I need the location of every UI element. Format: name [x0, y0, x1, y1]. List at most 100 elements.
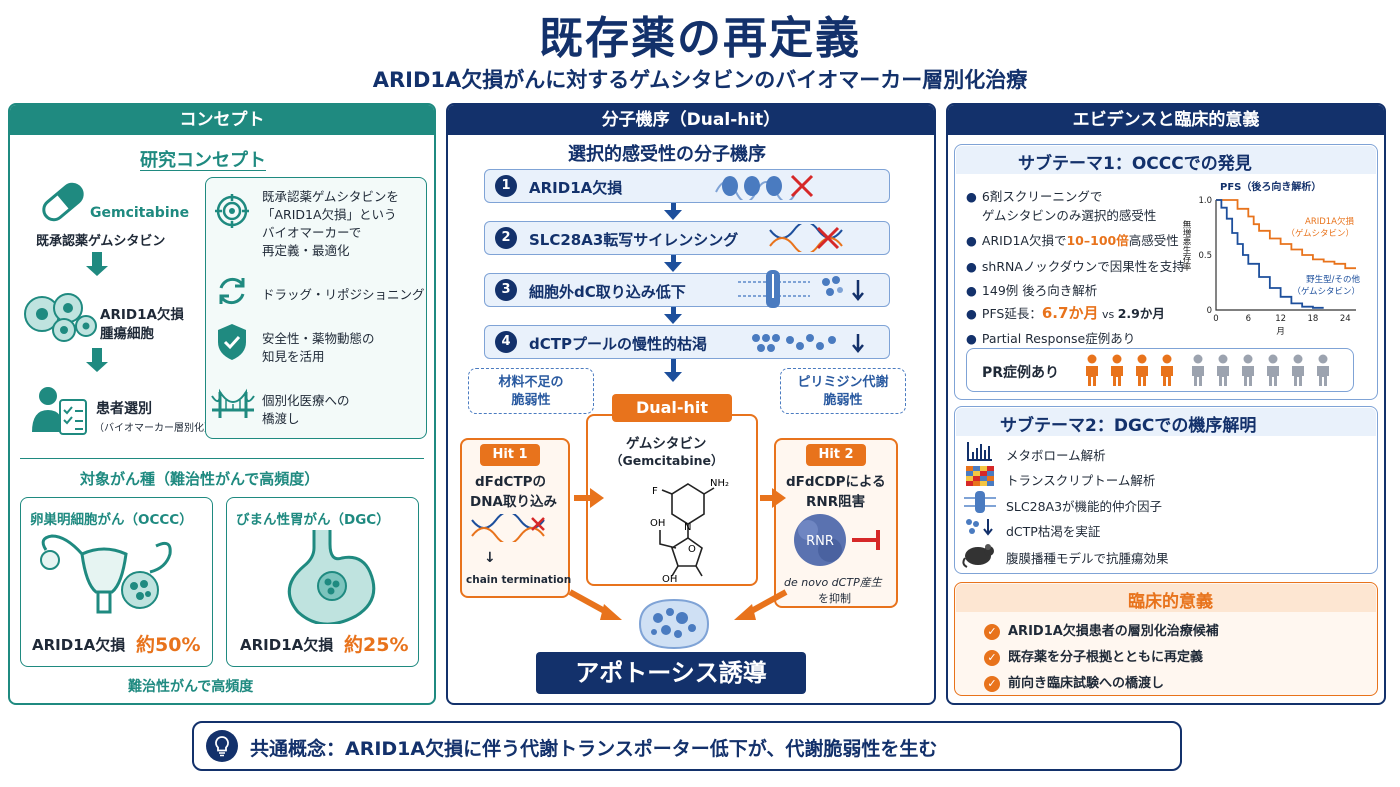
hit1-tag: Hit 1 [480, 444, 540, 466]
atom-f: F [652, 486, 658, 497]
clinical-item-1: ✓ARID1A欠損患者の層別化治療候補 [984, 620, 1219, 640]
sub1-bullet-2: ●ARID1A欠損で10–100倍高感受性 [966, 233, 1179, 248]
dna-x-icon [769, 224, 843, 252]
note-material-shortage: 材料不足の脆弱性 [468, 368, 594, 414]
bar-chart-icon [967, 442, 992, 461]
stomach-icon [287, 530, 376, 624]
transporter-icon [964, 491, 996, 513]
legend-series-1-sub: （ゲムシタビン） [1286, 228, 1354, 239]
x-tick-label: 12 [1275, 314, 1286, 324]
y-axis-label: 無増悪生存率 [1181, 219, 1191, 271]
point-3-line1: 安全性・薬物動態の [262, 331, 375, 346]
legend-series-2: 野生型/その他 [1306, 274, 1360, 285]
sub1-bullet-4: ●149例 後ろ向き解析 [966, 283, 1098, 298]
tumor-cells-icon [24, 293, 97, 342]
atom-o: O [688, 544, 696, 555]
subtheme2-title-bar [956, 408, 1376, 436]
point-4-line2: 橋渡し [262, 411, 300, 426]
y-tick-label: 1.0 [1198, 196, 1212, 206]
person-icon [1136, 354, 1148, 386]
flow-arrow [92, 252, 102, 266]
series-line-2 [1216, 199, 1324, 309]
legend-series-1: ARID1A欠損 [1305, 216, 1354, 227]
y-tick-label: 0.5 [1198, 251, 1212, 261]
heatmap-icon [966, 466, 994, 486]
occc-stat-label: ARID1A欠損 [32, 636, 126, 654]
point-1-line4: 再定義・最適化 [262, 243, 350, 258]
arid1a-sub: 腫瘍細胞 [100, 326, 154, 342]
clinical-title: 臨床的意義 [1128, 592, 1213, 612]
page-title: 既存薬の再定義 [539, 13, 861, 64]
dots-down-icon [966, 519, 993, 536]
point-4-line1: 個別化医療への [262, 393, 350, 408]
drug-name-en: （Gemcitabine） [610, 453, 724, 468]
sub1-bullet-3: ●shRNAノックダウンで因果性を支持 [966, 259, 1185, 274]
divider [20, 458, 424, 459]
person-icon [1242, 354, 1254, 386]
concept-header: コンセプト [10, 105, 434, 135]
mouse-icon [962, 544, 994, 568]
rnr-icon: RNR [794, 514, 880, 566]
y-tick-label: 0 [1207, 306, 1212, 316]
atom-oh1: OH [650, 518, 665, 529]
occc-name: 卵巣明細胞がん（OCCC） [30, 512, 193, 528]
target-cancers-title: 対象がん種（難治性がんで高頻度） [80, 470, 320, 488]
apoptosis-banner: アポトーシス誘導 [536, 652, 806, 694]
sub1-bullet-5: ●PFS延長：6.7か月 vs 2.9か月 [966, 304, 1165, 322]
point-1-line3: バイオマーカーで [262, 225, 362, 240]
hit1-line1: dFdCTPの [475, 474, 547, 490]
evidence-header: エビデンスと臨床的意義 [948, 105, 1384, 135]
sub2-item-3: SLC28A3が機能的仲介因子 [1006, 499, 1163, 514]
hit1-line2: DNA取り込み [470, 494, 557, 510]
gemcitabine-sub: 既承認薬ゲムシタビン [36, 234, 166, 249]
dgc-name: びまん性胃がん（DGC） [236, 512, 390, 528]
sub1-bullet-1: ●6剤スクリーニングで [966, 189, 1103, 204]
atom-nh2: NH₂ [710, 478, 729, 489]
hit2-tag: Hit 2 [806, 444, 866, 466]
hit2-line2: RNR阻害 [806, 494, 866, 510]
patient-clipboard-icon [32, 387, 87, 435]
concept-footer: 難治性がんで高頻度 [128, 679, 254, 695]
sub2-item-5: 腹膜播種モデルで抗腫瘍効果 [1006, 551, 1169, 566]
point-2-line1: ドラッグ・リポジショニング [262, 287, 425, 302]
drug-name: ゲムシタビン [626, 436, 707, 452]
chart-axes [1215, 200, 1356, 311]
sub2-item-2: トランスクリプトーム解析 [1006, 473, 1156, 488]
atom-n: N [684, 522, 691, 533]
occc-stat-value: 約50% [136, 634, 201, 656]
clinical-title-bar [956, 584, 1376, 612]
research-concept-title: 研究コンセプト [140, 150, 266, 171]
point-1-line2: 「ARID1A欠損」という [262, 207, 397, 222]
x-tick-label: 24 [1340, 314, 1351, 324]
person-icon [1267, 354, 1279, 386]
patient-select-sub: （バイオマーカー層別化） [94, 423, 214, 434]
hit1-result: chain termination [466, 574, 572, 586]
page-subtitle: ARID1A欠損がんに対するゲムシタビンのバイオマーカー層別化治療 [372, 68, 1028, 92]
patient-select-label: 患者選別 [96, 401, 152, 417]
cycle-arrows-icon [219, 277, 245, 305]
chart-title: PFS（後ろ向き解析） [1220, 180, 1321, 193]
sub2-item-1: メタボローム解析 [1006, 448, 1106, 463]
arid1a-label: ARID1A欠損 [100, 307, 184, 323]
point-1-line1: 既承認薬ゲムシタビンを [262, 189, 399, 204]
sub2-item-4: dCTP枯渇を実証 [1006, 524, 1101, 539]
sub1-bullet-6: ●Partial Response症例あり [966, 331, 1136, 346]
person-icon [1292, 354, 1304, 386]
check-icon: ✓ [984, 649, 1000, 666]
membrane-transporter-icon [738, 270, 864, 308]
person-icon [1161, 354, 1173, 386]
person-icon [1086, 354, 1098, 386]
mechanism-header: 分子機序（Dual-hit） [448, 105, 934, 135]
x-tick-label: 6 [1246, 314, 1251, 324]
sub1-bullet-1b: ゲムシタビンのみ選択的感受性 [982, 208, 1157, 223]
step-arrow-head [664, 262, 682, 272]
subtheme1-title: サブテーマ1：OCCCでの発見 [1018, 154, 1252, 174]
dual-hit-tag: Dual-hit [612, 394, 732, 422]
person-icon [1192, 354, 1204, 386]
subtheme2-title: サブテーマ2：DGCでの機序解明 [1000, 416, 1257, 436]
